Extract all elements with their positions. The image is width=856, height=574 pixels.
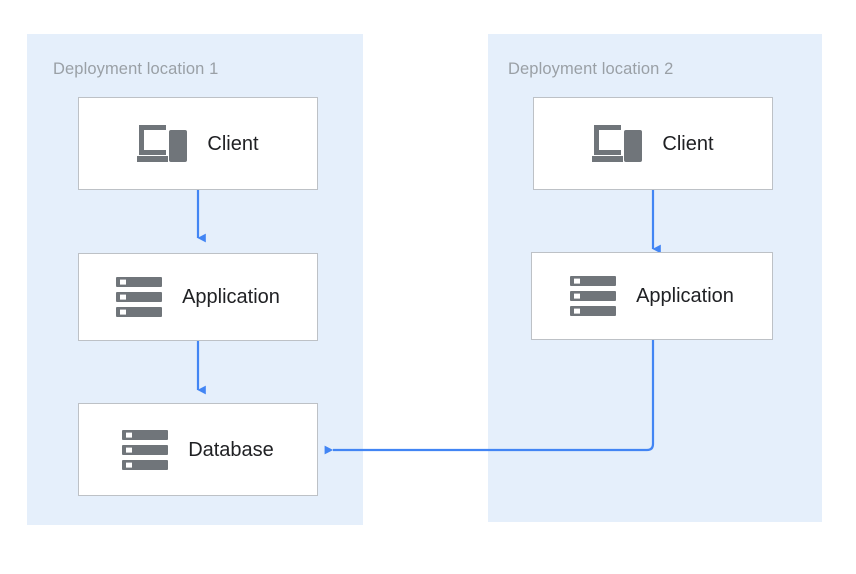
deployment-zone-2-label: Deployment location 2: [508, 60, 674, 78]
node-application-1-label: Application: [182, 286, 280, 308]
node-client-1-label: Client: [207, 132, 259, 155]
node-client-2[interactable]: Client: [533, 97, 773, 190]
devices-icon: [592, 124, 643, 162]
deployment-zone-1-label: Deployment location 1: [53, 60, 219, 78]
node-database-1-label: Database: [188, 438, 274, 461]
node-application-1[interactable]: Application: [78, 253, 318, 341]
node-application-2[interactable]: Application: [531, 252, 773, 340]
devices-icon: [137, 124, 188, 162]
node-client-1[interactable]: Client: [78, 97, 318, 190]
server-icon: [122, 429, 169, 470]
node-client-2-label: Client: [662, 132, 714, 155]
node-application-2-label: Application: [636, 285, 734, 307]
server-icon: [570, 276, 617, 316]
node-database-1[interactable]: Database: [78, 403, 318, 496]
server-icon: [116, 277, 163, 317]
